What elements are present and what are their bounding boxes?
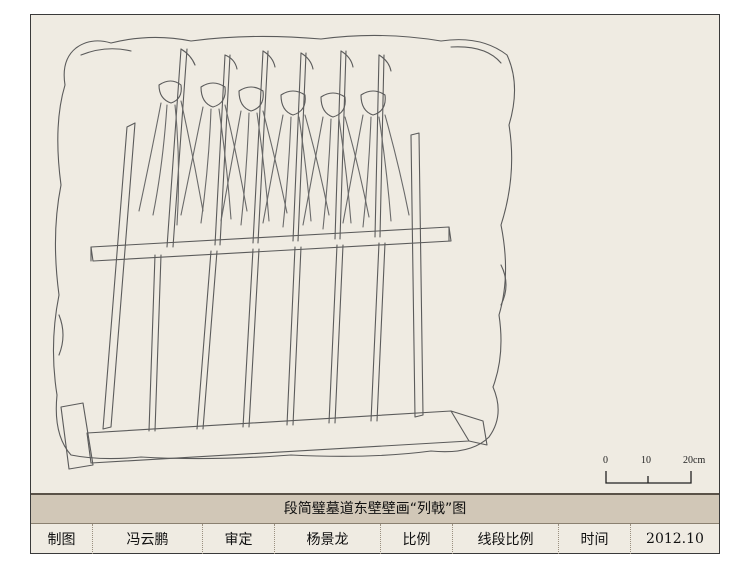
mural-line-drawing — [31, 15, 721, 493]
drawing-sheet: 0 10 20cm 段简璧墓道东壁壁画“列戟”图 制图 冯云鹏 审定 杨景龙 比… — [30, 14, 720, 554]
reviewer-label: 审定 — [203, 524, 275, 554]
scale-label-20: 20cm — [683, 455, 706, 466]
info-table-row: 制图 冯云鹏 审定 杨景龙 比例 线段比例 时间 2012.10 — [31, 523, 719, 554]
drafter-value: 冯云鹏 — [93, 524, 203, 554]
scale-label-0: 0 — [603, 455, 608, 466]
date-value: 2012.10 — [646, 531, 704, 547]
reviewer-value: 杨景龙 — [275, 524, 381, 554]
date-label: 时间 — [559, 524, 631, 554]
scale-label: 比例 — [381, 524, 453, 554]
scale-value: 线段比例 — [453, 524, 559, 554]
scale-label-10: 10 — [641, 455, 651, 466]
scale-bar: 0 10 20cm — [603, 455, 713, 495]
drafter-label: 制图 — [31, 524, 93, 554]
figure-caption: 段简璧墓道东壁壁画“列戟”图 — [31, 493, 719, 523]
scale-ruler — [605, 471, 692, 484]
